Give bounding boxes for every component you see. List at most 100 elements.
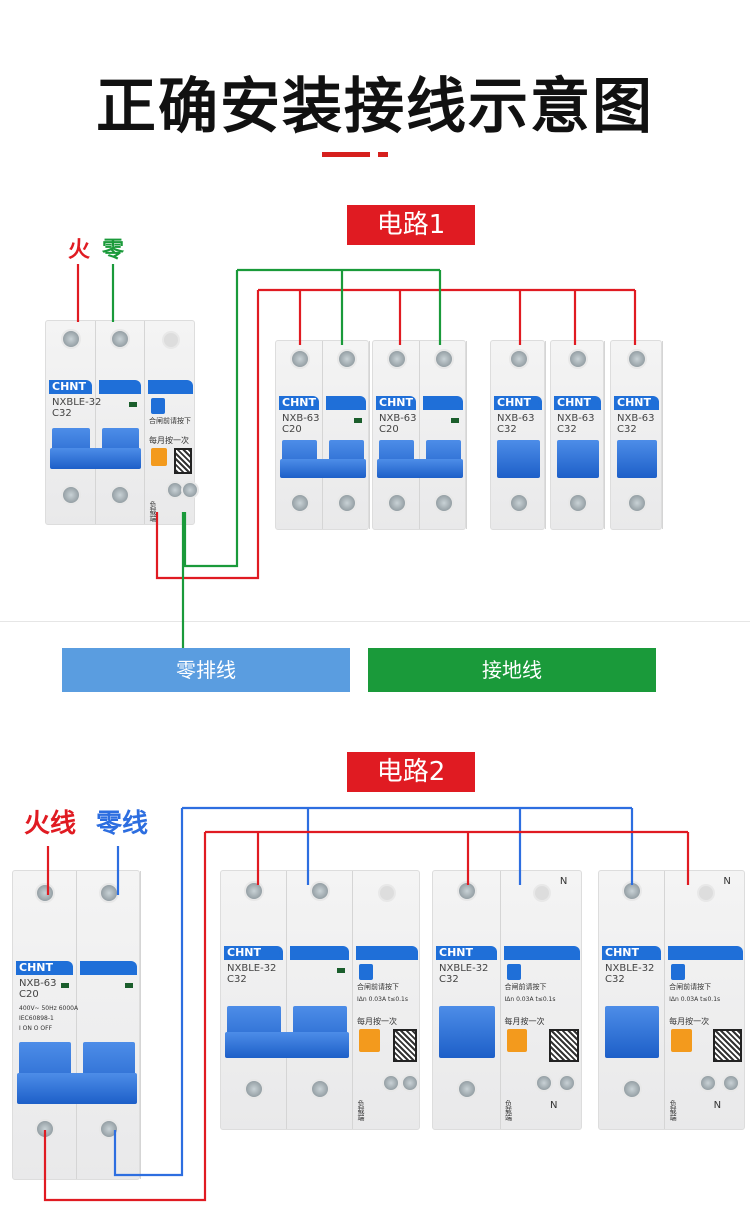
rcd-bottom-terminal-n — [558, 1073, 577, 1092]
brand-logo: CHNT — [49, 380, 89, 394]
model-label: NXB-63 — [282, 413, 320, 424]
page-title: 正确安装接线示意图 — [96, 72, 654, 142]
live-label: 火 — [68, 238, 91, 263]
rcd-spec-text: IΔn 0.03A t≤0.1s — [669, 996, 721, 1003]
test-button[interactable] — [359, 1028, 380, 1052]
rcd-bottom-terminal-l — [699, 1073, 718, 1092]
breaker-pole — [491, 341, 546, 529]
bottom-screw-terminal — [35, 1119, 55, 1139]
spec-text: 400V~ 50Hz 6000A — [19, 1005, 79, 1012]
monthly-test-text: 每月按一次 — [669, 1016, 710, 1026]
neutral-terminal-mark: N — [713, 1099, 722, 1111]
rcd-header-stripe — [668, 946, 743, 960]
breaker-pole — [96, 321, 145, 524]
test-button[interactable] — [671, 1028, 692, 1052]
title-underline — [322, 152, 370, 157]
rcd-spec-text: IΔn 0.03A t≤0.1s — [357, 996, 409, 1003]
load-side-text: 负载端 — [149, 501, 157, 523]
brand-logo: CHNT — [224, 946, 280, 960]
toggle-handle[interactable] — [617, 439, 657, 478]
status-indicator — [354, 418, 362, 423]
toggle-tie-bar[interactable] — [225, 1032, 349, 1059]
rating-label: C32 — [557, 424, 577, 435]
bottom-screw-terminal — [627, 493, 647, 513]
brand-logo: CHNT — [376, 396, 413, 410]
rcd-module: 合闸前请按下 IΔn 0.03A t≤0.1s 每月按一次负载端 N N — [501, 871, 584, 1129]
rcd-bottom-terminal-l — [535, 1073, 554, 1092]
rcd-header-stripe — [503, 946, 580, 960]
rating-label: C32 — [52, 408, 72, 419]
rating-label: C32 — [439, 974, 459, 985]
toggle-handle[interactable] — [605, 1006, 660, 1059]
standard-text: IEC60898-1 — [19, 1015, 54, 1022]
top-screw-terminal — [244, 881, 264, 902]
neutral-label: 零 — [102, 238, 125, 263]
breaker-pole — [221, 871, 287, 1129]
rcd-top-terminal — [161, 331, 180, 350]
status-indicator — [129, 402, 137, 407]
press-before-close-text: 合闸前请按下 — [504, 983, 547, 991]
model-label: NXB-63 — [557, 413, 595, 424]
load-side-text: 负载端 — [504, 1099, 513, 1121]
brand-logo: CHNT — [494, 396, 539, 410]
reset-button-icon — [151, 398, 165, 414]
toggle-tie-bar[interactable] — [17, 1072, 137, 1104]
top-screw-terminal — [456, 881, 477, 902]
rating-label: C32 — [497, 424, 517, 435]
rcd-bottom-terminal-l — [381, 1073, 400, 1092]
neutral-terminal-mark: N — [550, 1099, 558, 1111]
monthly-test-text: 每月按一次 — [504, 1016, 545, 1026]
bottom-screw-terminal — [336, 493, 357, 513]
toggle-tie-bar[interactable] — [50, 448, 141, 469]
rcd-bottom-terminal-n — [721, 1073, 740, 1092]
rating-label: C32 — [227, 974, 247, 985]
rating-label: C32 — [605, 974, 625, 985]
breaker-pole — [77, 871, 141, 1179]
top-screw-terminal — [310, 881, 330, 902]
breaker-pole — [599, 871, 666, 1129]
bottom-screw-terminal — [99, 1119, 119, 1139]
rcd-header-stripe — [148, 380, 193, 394]
toggle-tie-bar[interactable] — [377, 458, 463, 478]
press-before-close-text: 合闸前请按下 — [149, 417, 191, 425]
bottom-screw-terminal — [244, 1079, 264, 1099]
breaker-pole — [433, 871, 501, 1129]
test-button[interactable] — [151, 447, 168, 467]
on-off-text: I ON O OFF — [19, 1025, 53, 1032]
breaker-pole — [276, 341, 323, 529]
pole-header-stripe — [80, 961, 137, 975]
top-screw-terminal — [627, 348, 647, 369]
toggle-handle[interactable] — [497, 439, 540, 478]
toggle-handle[interactable] — [557, 439, 599, 478]
monthly-test-text: 每月按一次 — [149, 435, 189, 445]
model-label: NXBLE-32 — [439, 963, 489, 974]
test-button[interactable] — [506, 1028, 528, 1052]
brand-logo: CHNT — [16, 961, 70, 975]
toggle-tie-bar[interactable] — [280, 458, 366, 478]
pole-header-stripe — [290, 946, 349, 960]
breaker-pole — [420, 341, 467, 529]
rating-label: C20 — [379, 424, 399, 435]
toggle-handle[interactable] — [439, 1006, 495, 1059]
bottom-screw-terminal — [568, 493, 588, 513]
top-screw-terminal — [110, 329, 131, 350]
breaker-pole — [46, 321, 96, 524]
rcd-spec-text: IΔn 0.03A t≤0.1s — [504, 996, 556, 1003]
qr-code — [392, 1028, 417, 1063]
press-before-close-text: 合闸前请按下 — [357, 983, 399, 991]
neutral-top-mark: N — [559, 876, 568, 888]
top-screw-terminal — [60, 329, 81, 350]
rating-label: C32 — [617, 424, 637, 435]
status-indicator — [61, 983, 69, 988]
